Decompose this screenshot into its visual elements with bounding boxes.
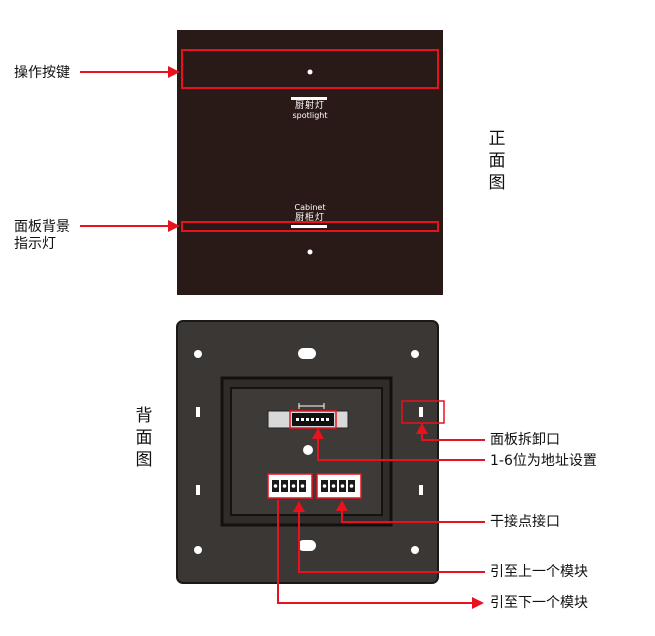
label-to-next: 引至下一个模块 — [490, 595, 588, 611]
label-backlight-line1: 面板背景 — [14, 219, 70, 235]
label-address: 1-6位为地址设置 — [490, 453, 597, 469]
arrow-address — [317, 436, 485, 461]
mount-hole-bl — [194, 546, 202, 554]
label-to-prev: 引至上一个模块 — [490, 564, 588, 580]
key2-label-en: Cabinet — [294, 203, 326, 212]
center-hole — [303, 445, 313, 455]
backlight-highlight-box — [181, 221, 439, 232]
arrow-to-prev — [298, 510, 485, 573]
key2-label-cn: 厨柜灯 — [294, 213, 325, 223]
removal-slot-highlight — [401, 400, 445, 424]
mount-hole-tl — [194, 350, 202, 358]
key1-label-en: spotlight — [292, 111, 328, 120]
label-keys: 操作按键 — [14, 65, 70, 81]
arrow-dry-contact — [341, 508, 485, 523]
key1-indicator-bar — [291, 97, 327, 100]
dip-switch-pins — [296, 418, 329, 421]
label-backlight-line2: 指示灯 — [14, 236, 56, 252]
side-slot-r1 — [419, 407, 423, 417]
side-slot-l1 — [196, 407, 200, 417]
oval-hole-top — [298, 348, 316, 359]
mount-hole-tr — [411, 350, 419, 358]
keys-highlight-box — [181, 49, 439, 89]
key1-label-cn: 厨射灯 — [294, 101, 325, 111]
side-slot-r2 — [419, 485, 423, 495]
side-slot-l2 — [196, 485, 200, 495]
arrow-to-next — [277, 500, 472, 604]
key-dot-top — [307, 69, 313, 75]
mount-hole-br — [411, 546, 419, 554]
oval-hole-bottom — [298, 540, 316, 551]
key2-indicator-bar — [291, 225, 327, 228]
label-removal: 面板拆卸口 — [490, 432, 560, 448]
label-dry-contact: 干接点接口 — [490, 514, 560, 530]
arrow-keys-head — [168, 66, 180, 78]
back-view-label: 背面图 — [135, 406, 153, 470]
dip-highlight — [289, 410, 337, 429]
key-dot-bottom — [307, 249, 313, 255]
front-view-label: 正面图 — [488, 129, 506, 193]
arrow-backlight-head — [168, 220, 180, 232]
arrow-removal — [421, 432, 485, 441]
